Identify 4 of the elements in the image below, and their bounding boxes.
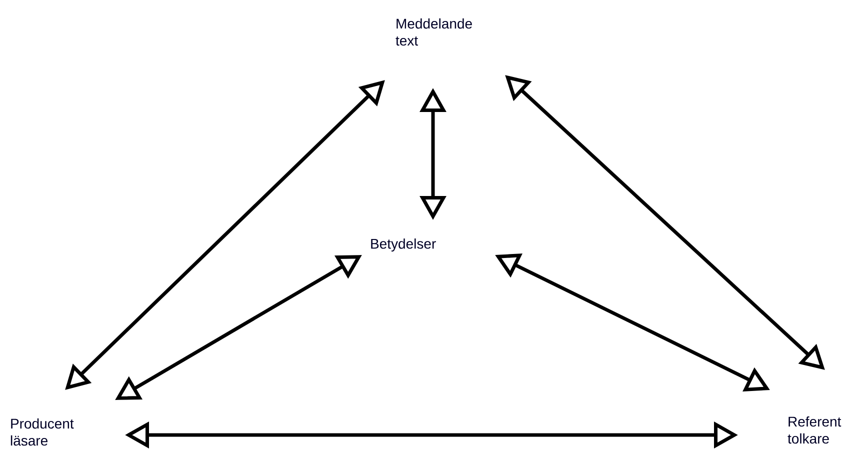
node-label: Meddelande text — [396, 18, 472, 46]
node-label: Producent läsare — [10, 418, 74, 446]
node-label: Betydelser — [371, 238, 436, 252]
node-label: Referent tolkare — [788, 416, 842, 444]
